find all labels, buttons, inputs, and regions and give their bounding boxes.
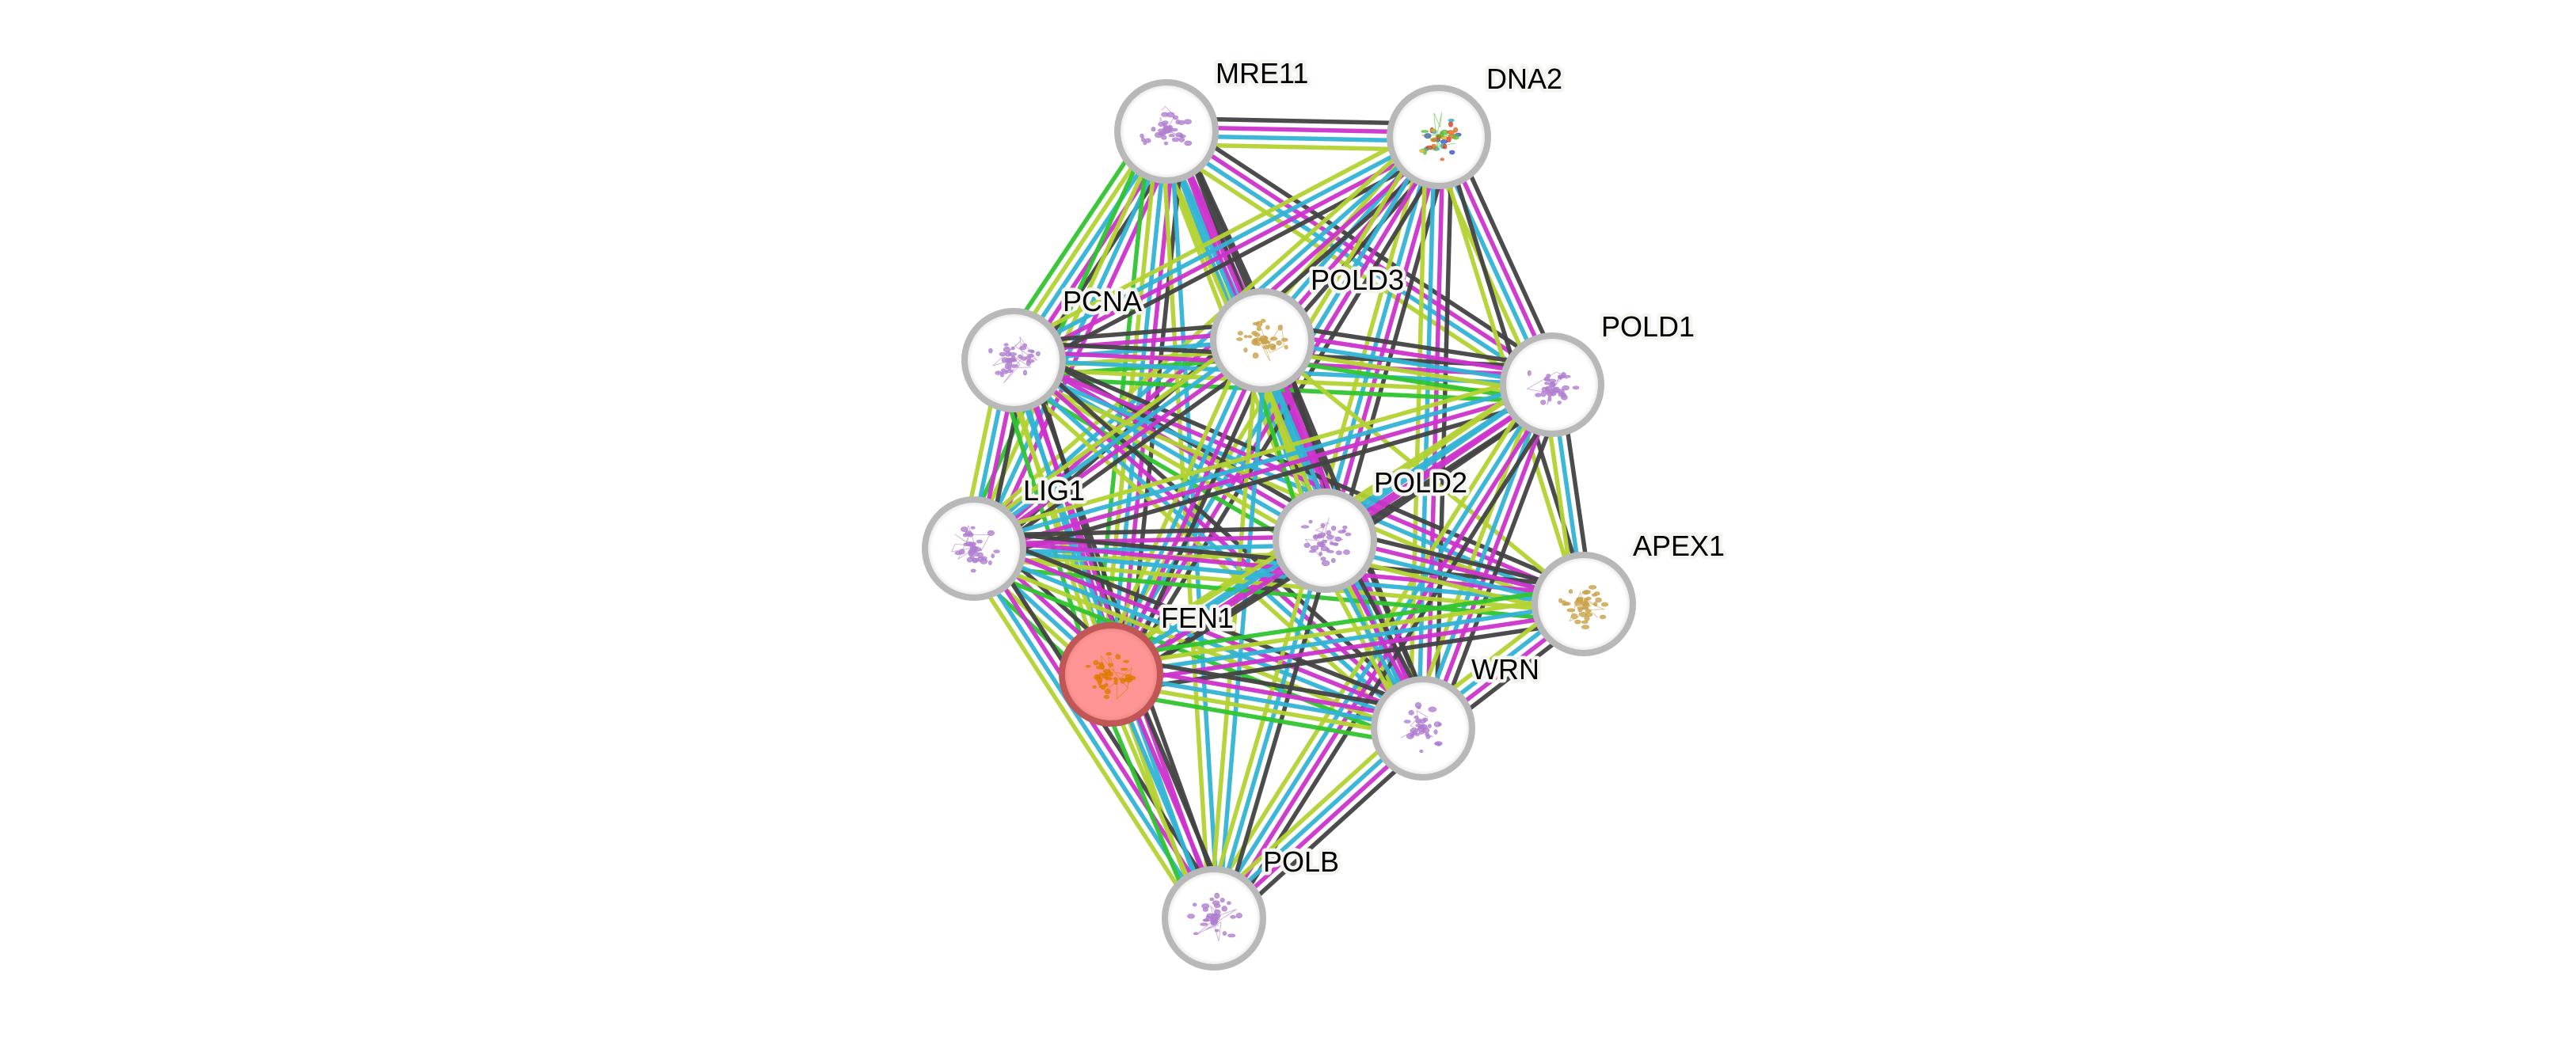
edge-line-experiments bbox=[974, 537, 1585, 598]
protein-structure-icon bbox=[1526, 370, 1580, 405]
node-pcna[interactable] bbox=[961, 308, 1066, 412]
edge-line-experiments bbox=[974, 386, 1554, 555]
edge-line-textmining bbox=[1109, 593, 1583, 668]
edge-line-experiments bbox=[975, 342, 1266, 554]
protein-structure-icon bbox=[1187, 892, 1242, 942]
node-apex1[interactable] bbox=[1532, 552, 1636, 656]
edge-line-coexpression bbox=[980, 349, 1272, 561]
protein-structure-icon bbox=[1300, 517, 1352, 567]
node-lig1[interactable] bbox=[922, 496, 1026, 601]
edge-line-databases bbox=[972, 378, 1552, 547]
protein-structure-icon bbox=[1401, 702, 1443, 753]
node-fen1[interactable] bbox=[1059, 622, 1163, 727]
protein-structure-icon bbox=[988, 336, 1041, 384]
edge-line-databases bbox=[1216, 340, 1269, 919]
edge-line-textmining bbox=[1207, 340, 1261, 918]
edge-line-databases bbox=[970, 335, 1261, 547]
edge-line-experiments bbox=[1113, 341, 1269, 678]
protein-structure-icon bbox=[1558, 585, 1609, 629]
edge-line-textmining bbox=[1006, 123, 1434, 351]
node-pold1[interactable] bbox=[1500, 332, 1604, 437]
node-mre11[interactable] bbox=[1114, 79, 1219, 184]
edge-line-textmining bbox=[964, 125, 1432, 541]
edge-line-databases bbox=[1208, 381, 1551, 917]
edge-line-coexpression bbox=[1433, 137, 1455, 729]
edge-line-databases bbox=[1109, 131, 1169, 675]
node-label-pold3: POLD3 bbox=[1311, 264, 1404, 296]
node-polb[interactable] bbox=[1162, 866, 1266, 971]
edge-line-databases bbox=[1110, 602, 1585, 677]
node-label-mre11: MRE11 bbox=[1216, 57, 1308, 89]
edge-pold3-lig1[interactable] bbox=[965, 328, 1272, 561]
edge-line-textmining bbox=[969, 370, 1550, 538]
edge-line-textmining bbox=[1097, 334, 1253, 670]
edge-line-coexpression bbox=[1433, 388, 1567, 734]
node-label-apex1: APEX1 bbox=[1633, 530, 1725, 562]
edge-line-coexpression bbox=[1121, 344, 1277, 681]
protein-structure-icon bbox=[1419, 112, 1462, 161]
edge-line-databases bbox=[1417, 382, 1551, 728]
protein-structure-icon bbox=[1140, 105, 1193, 146]
edge-line-coexpression bbox=[1220, 542, 1336, 921]
edge-line-neighborhood bbox=[1107, 689, 1421, 748]
edge-line-textmining bbox=[965, 328, 1256, 540]
edge-line-experiments bbox=[1425, 385, 1558, 731]
edge-pold3-fen1[interactable] bbox=[1097, 334, 1277, 681]
node-label-pold1: POLD1 bbox=[1601, 310, 1695, 343]
node-label-pold2: POLD2 bbox=[1374, 466, 1467, 499]
node-dna2[interactable] bbox=[1387, 85, 1491, 189]
protein-structure-icon bbox=[1085, 651, 1136, 700]
node-label-polb: POLB bbox=[1263, 845, 1339, 878]
protein-structure-icon bbox=[1236, 318, 1288, 362]
node-label-fen1: FEN1 bbox=[1161, 602, 1234, 634]
edge-pold1-wrn[interactable] bbox=[1408, 379, 1567, 734]
node-label-pcna: PCNA bbox=[1063, 285, 1142, 317]
edge-line-experiments bbox=[1112, 663, 1425, 722]
edge-line-textmining bbox=[1109, 681, 1422, 739]
edge-pold1-lig1[interactable] bbox=[969, 370, 1557, 564]
edge-line-databases bbox=[1105, 337, 1261, 674]
edge-pold2-polb[interactable] bbox=[1203, 537, 1336, 921]
edge-line-coexpression bbox=[1223, 390, 1566, 927]
node-layer bbox=[922, 79, 1636, 971]
edge-line-databases bbox=[1110, 672, 1424, 731]
edge-fen1-wrn[interactable] bbox=[1107, 655, 1427, 748]
edge-line-experiments bbox=[973, 534, 1325, 547]
edge-line-textmining bbox=[961, 554, 1205, 927]
edge-line-coexpression bbox=[1113, 655, 1427, 714]
edge-pold3-polb[interactable] bbox=[1207, 340, 1269, 919]
edge-line-databases bbox=[1212, 540, 1327, 919]
protein-structure-icon bbox=[951, 524, 1000, 573]
edge-line-experiments bbox=[1113, 138, 1445, 678]
node-wrn[interactable] bbox=[1371, 676, 1475, 781]
node-pold3[interactable] bbox=[1210, 288, 1315, 393]
edge-line-textmining bbox=[1408, 379, 1543, 725]
node-label-lig1: LIG1 bbox=[1023, 474, 1085, 507]
node-pold2[interactable] bbox=[1273, 488, 1377, 593]
edge-line-neighborhood bbox=[1108, 584, 1582, 659]
node-label-wrn: WRN bbox=[1471, 653, 1539, 686]
node-label-dna2: DNA2 bbox=[1486, 63, 1562, 95]
edge-line-databases bbox=[1010, 131, 1438, 359]
edge-line-textmining bbox=[1203, 537, 1319, 917]
edge-line-experiments bbox=[976, 538, 1428, 723]
